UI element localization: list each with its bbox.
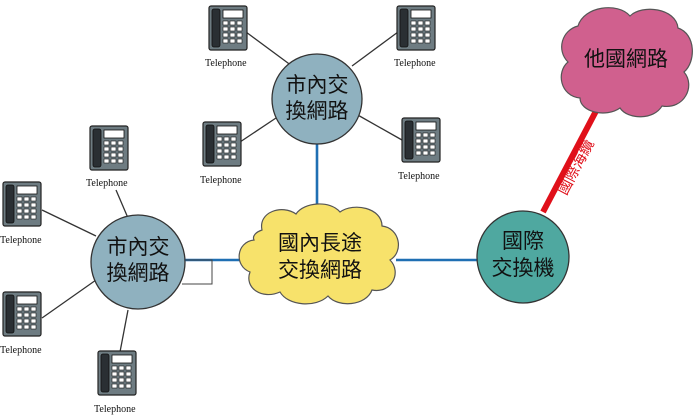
telephone-label: Telephone bbox=[394, 58, 436, 69]
telephone-4: Telephone bbox=[398, 117, 441, 182]
foreign-network: 他國網路 bbox=[560, 7, 693, 118]
node-label-line1: 國際 bbox=[502, 229, 544, 253]
telephone-icon bbox=[208, 5, 248, 51]
telephone-icon bbox=[89, 125, 129, 171]
telephone-2: Telephone bbox=[394, 5, 436, 69]
telephone-connector-lines bbox=[41, 31, 403, 353]
telephone-icon bbox=[401, 117, 441, 163]
telephone-icon bbox=[2, 181, 42, 227]
telephone-3: Telephone bbox=[200, 121, 242, 186]
telephone-icon bbox=[396, 5, 436, 51]
node-label: 他國網路 bbox=[584, 47, 668, 71]
telephone-label: Telephone bbox=[94, 404, 136, 415]
node-label-line2: 交換網路 bbox=[278, 258, 362, 282]
secondary-link bbox=[182, 259, 213, 285]
telephone-label: Telephone bbox=[0, 345, 42, 356]
telephone-label: Telephone bbox=[0, 235, 42, 246]
telephone-7: Telephone bbox=[0, 291, 42, 356]
telephone-icon bbox=[202, 121, 242, 167]
node-label-line1: 市內交 bbox=[286, 73, 349, 97]
local-switching-network-left: 市內交 換網路 bbox=[90, 214, 186, 310]
telephone-1: Telephone bbox=[205, 5, 248, 69]
telephone-label: Telephone bbox=[205, 58, 247, 69]
telephone-label: Telephone bbox=[398, 171, 440, 182]
telephone-8: Telephone bbox=[94, 350, 137, 415]
telephone-icon bbox=[97, 350, 137, 396]
domestic-long-distance-network: 國內長途 交換網路 bbox=[238, 203, 399, 305]
node-label-line2: 換網路 bbox=[286, 99, 349, 123]
telephone-label: Telephone bbox=[86, 178, 128, 189]
telephone-5: Telephone bbox=[86, 125, 129, 189]
node-label-line2: 交換機 bbox=[492, 256, 555, 280]
international-switch: 國際 交換機 bbox=[476, 210, 570, 304]
node-label-line1: 國內長途 bbox=[278, 231, 362, 255]
node-label-line1: 市內交 bbox=[107, 235, 170, 259]
telephone-6: Telephone bbox=[0, 181, 42, 246]
telephone-label: Telephone bbox=[200, 175, 242, 186]
local-switching-network-top: 市內交 換網路 bbox=[271, 53, 363, 145]
telephone-icon bbox=[2, 291, 42, 337]
node-label-line2: 換網路 bbox=[107, 261, 170, 285]
